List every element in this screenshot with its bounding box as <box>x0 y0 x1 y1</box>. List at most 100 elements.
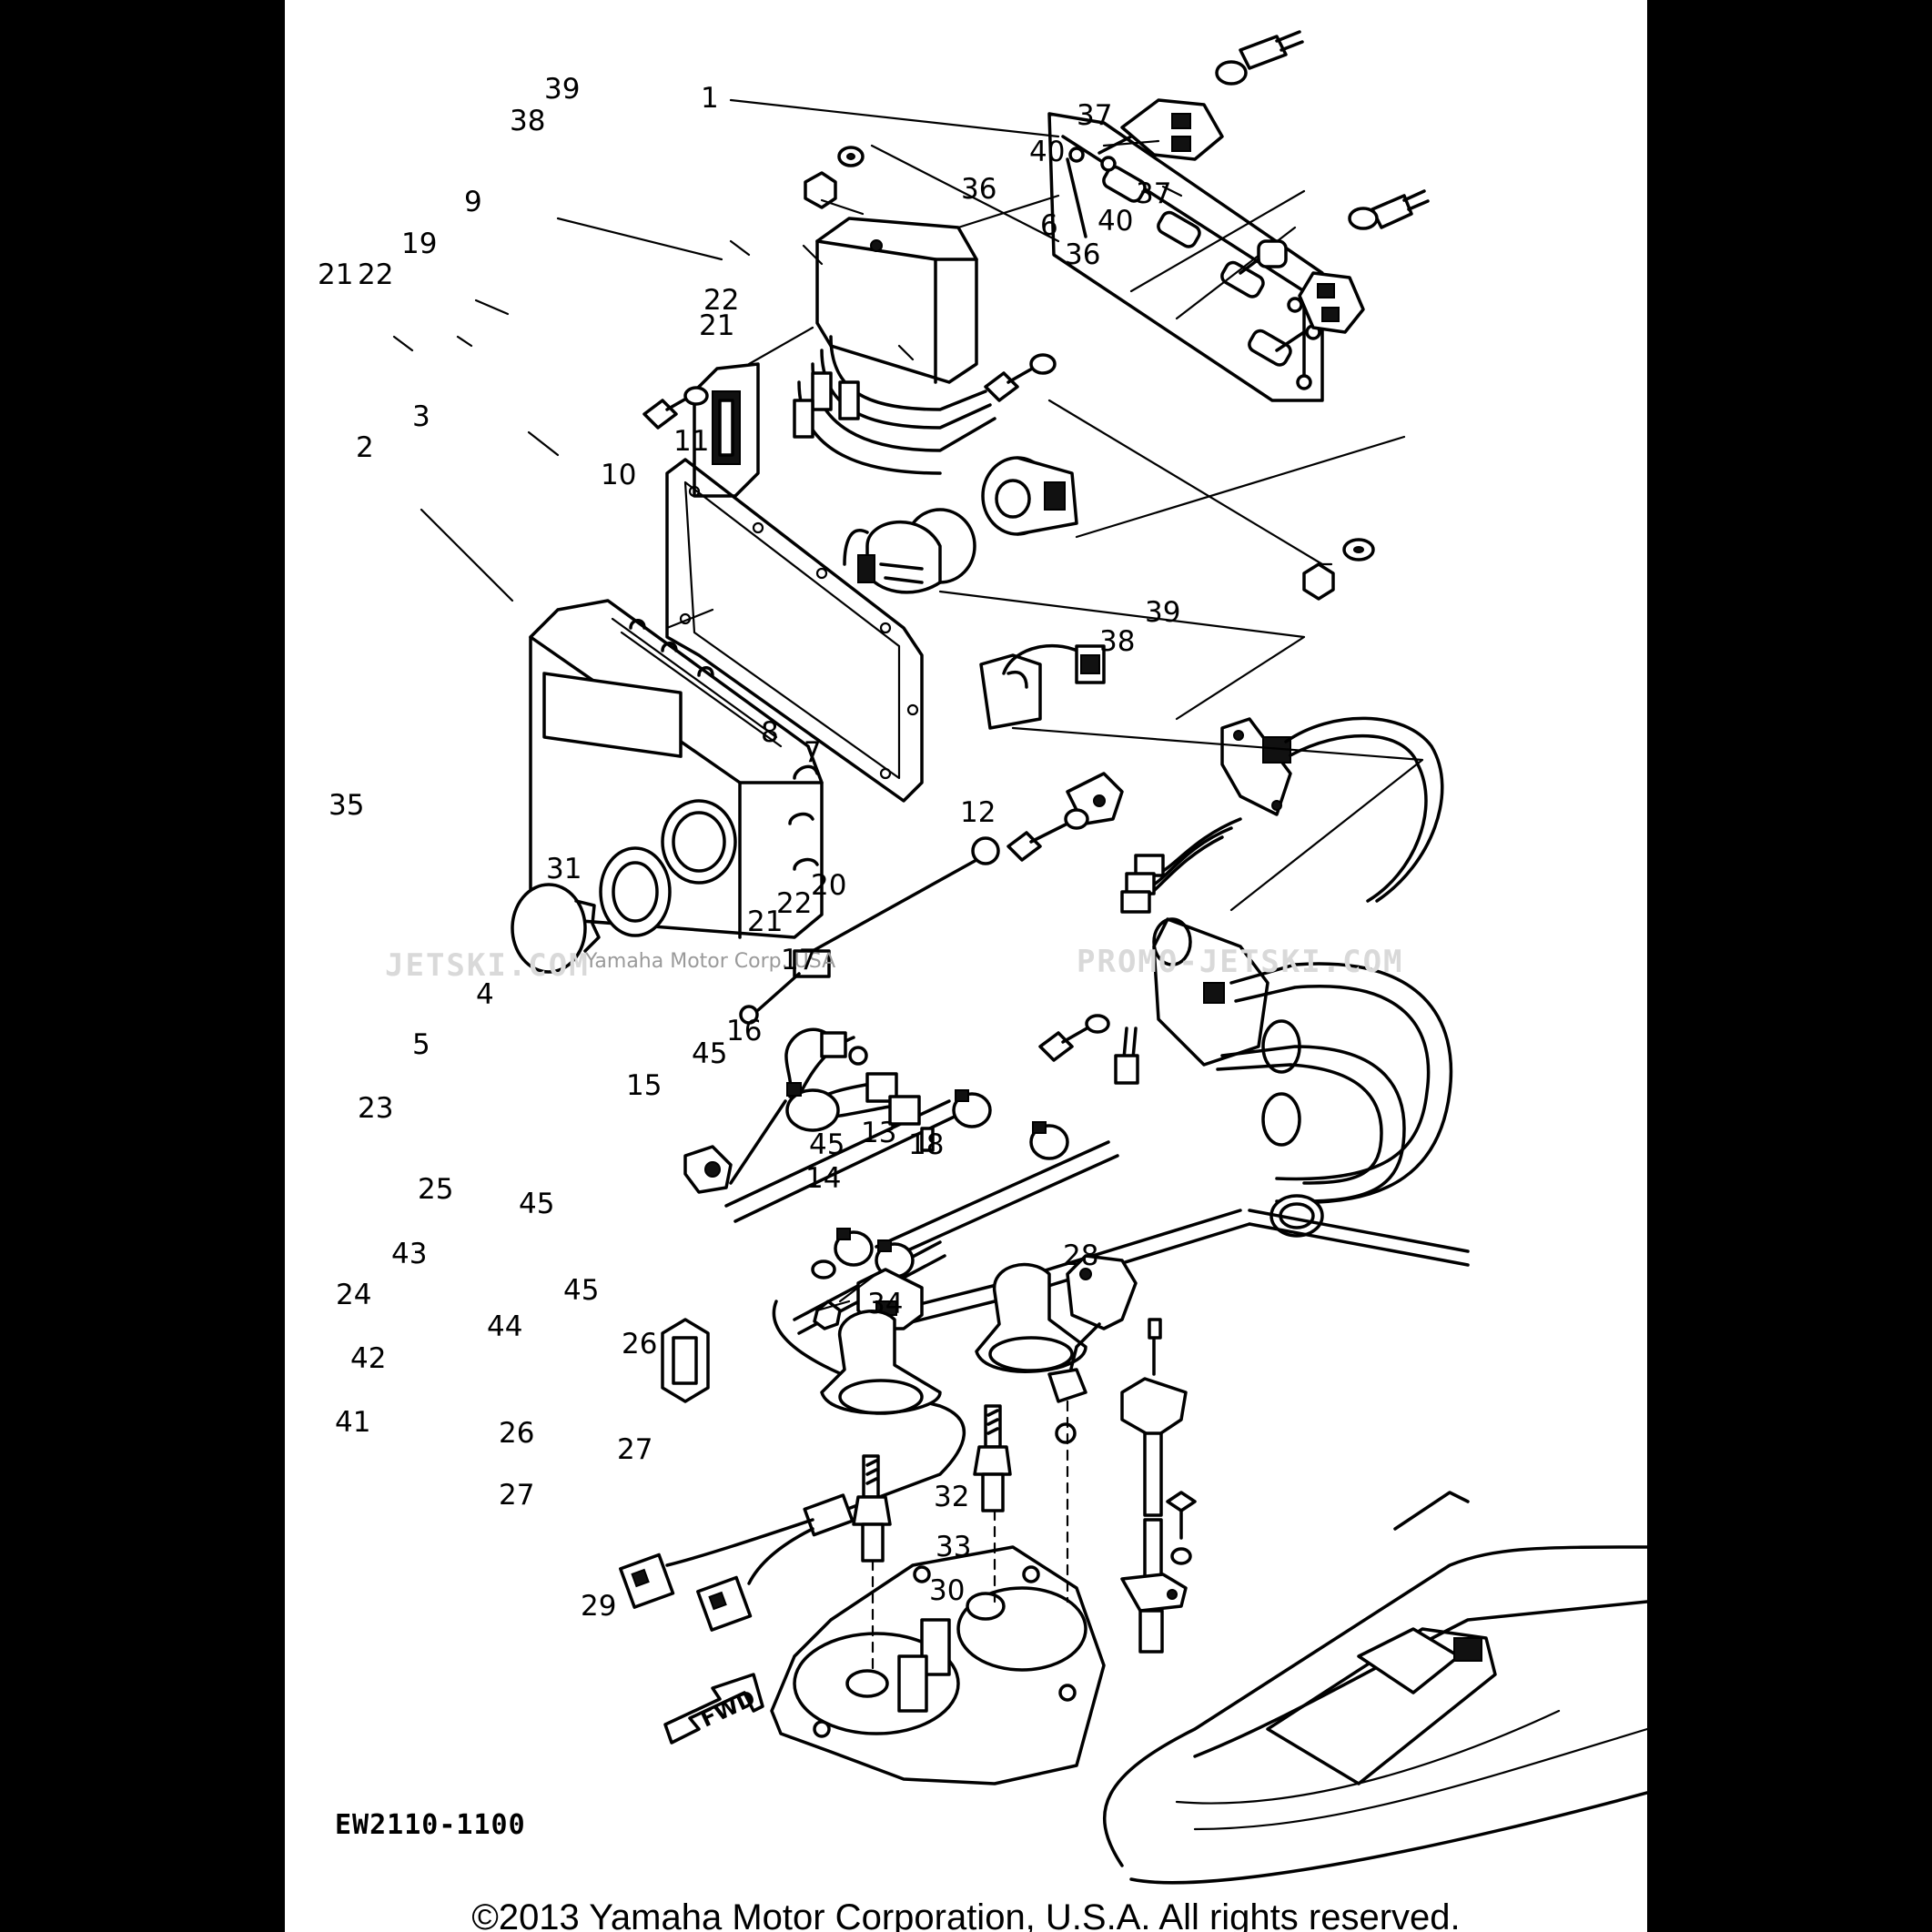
battery-cables <box>1216 962 1453 1204</box>
callout-43: 43 <box>391 1238 427 1270</box>
part-45-clamp-b <box>1029 1121 1069 1160</box>
part-23-holder <box>683 1145 733 1194</box>
part-12-relay-wire-leads <box>1120 817 1242 914</box>
callout-9: 9 <box>464 186 482 218</box>
part-25-band <box>785 1082 840 1132</box>
part-6-screw <box>1239 239 1288 275</box>
callout-5: 5 <box>412 1028 430 1061</box>
callout-7: 7 <box>804 736 822 769</box>
part-27-spark-plug-left <box>852 1454 892 1563</box>
watercraft-hull-illustration <box>1102 1491 1647 1885</box>
callout-6: 6 <box>1040 209 1058 242</box>
part-24-holder <box>661 1318 710 1403</box>
part-35-label-plate <box>542 672 683 758</box>
callout-45-b: 45 <box>809 1128 845 1161</box>
part-38-39-lower-nut-washer <box>1302 538 1375 601</box>
callout-23: 23 <box>358 1092 393 1125</box>
callout-20: 20 <box>811 869 846 902</box>
parts-diagram-sheet: FWD JETSKI.COM Yamaha Motor Corp. USA PR… <box>285 0 1647 1932</box>
callout-14: 14 <box>805 1162 841 1195</box>
part-26-plug-cap-right <box>975 1262 1087 1373</box>
callout-45-a: 45 <box>692 1037 727 1070</box>
callout-36-lower: 36 <box>1065 238 1100 271</box>
watermark-right: PROMO-JETSKI.COM <box>1077 944 1404 980</box>
callout-38-upper: 38 <box>510 105 545 137</box>
cylinder-head <box>770 1509 1106 1785</box>
callout-12: 12 <box>960 796 996 829</box>
callout-37-lower: 37 <box>1136 177 1171 210</box>
callout-22-middle: 22 <box>703 284 739 317</box>
callout-41: 41 <box>335 1406 370 1439</box>
part-17-washer <box>1085 1014 1110 1034</box>
part-3-gasket <box>665 458 924 803</box>
part-45-clamp-c <box>834 1228 874 1267</box>
callout-4: 4 <box>476 978 494 1011</box>
part-22-middle-washer <box>1029 353 1057 375</box>
callout-26-right: 26 <box>622 1328 657 1360</box>
callout-34: 34 <box>867 1288 903 1320</box>
callout-27-right: 27 <box>617 1433 652 1466</box>
part-36-lower-bracket <box>1275 271 1365 352</box>
part-43-screw <box>811 1259 836 1280</box>
callout-39-lower: 39 <box>1145 596 1180 629</box>
part-33-washer <box>1170 1547 1192 1565</box>
callout-38-lower: 38 <box>1099 625 1135 658</box>
part-26-plug-cap-left <box>820 1310 942 1415</box>
callout-21-upper-left: 21 <box>318 258 353 291</box>
part-5-cap <box>511 883 601 974</box>
watermark-left: JETSKI.COM <box>385 947 590 984</box>
callout-28: 28 <box>1063 1239 1098 1272</box>
callout-32: 32 <box>934 1481 969 1513</box>
part-37-lower-bolt <box>1371 189 1430 229</box>
callout-44: 44 <box>487 1310 522 1343</box>
part-32-bolt <box>1166 1491 1197 1540</box>
callout-22-lower: 22 <box>776 887 812 920</box>
part-22-upper-left-washer <box>683 386 709 406</box>
part-9-cdi-unit <box>793 217 996 475</box>
part-22-lower-washer <box>1064 808 1089 830</box>
callout-25: 25 <box>418 1173 453 1206</box>
part-11-ignition-coil <box>981 456 1078 536</box>
part-34-sensor-bracket <box>1047 1254 1138 1603</box>
callout-24: 24 <box>336 1279 371 1311</box>
part-14-high-tension-cord <box>875 1140 1470 1330</box>
part-19-bracket <box>693 362 760 498</box>
callout-17: 17 <box>781 944 816 976</box>
callout-45-d: 45 <box>563 1274 599 1307</box>
callout-45-c: 45 <box>519 1188 554 1220</box>
assembly-reference-lines <box>665 144 1424 1312</box>
callout-36-upper: 36 <box>961 173 996 206</box>
part-31-ground-lead <box>739 836 1000 1025</box>
part-16-bolt <box>1038 1022 1097 1062</box>
part-7-regulator-lead <box>1002 643 1106 684</box>
callout-leader-lines <box>392 98 1183 602</box>
callout-21-lower: 21 <box>747 905 783 938</box>
callout-19: 19 <box>401 228 437 260</box>
watermark-center: Yamaha Motor Corp. USA <box>584 950 835 973</box>
part-36-upper-bracket <box>1097 98 1224 161</box>
callout-16: 16 <box>726 1015 762 1047</box>
part-21-lower-bolt <box>1006 822 1069 862</box>
callout-29: 29 <box>581 1590 616 1623</box>
callout-31: 31 <box>546 853 582 885</box>
callout-18: 18 <box>908 1128 944 1161</box>
callout-8: 8 <box>761 716 779 749</box>
part-12-starter-relay <box>1220 716 1444 903</box>
part-40-upper-collar <box>1215 60 1248 86</box>
part-37-upper-bolt <box>1239 30 1304 70</box>
callout-39-upper: 39 <box>544 73 580 106</box>
callout-33: 33 <box>936 1531 971 1563</box>
callout-3: 3 <box>412 400 430 433</box>
fwd-direction-arrow: FWD <box>663 1673 764 1745</box>
callout-42: 42 <box>350 1342 386 1375</box>
callout-22-upper-left: 22 <box>358 258 393 291</box>
callout-21-middle: 21 <box>699 309 734 342</box>
part-1-electric-box-plate <box>1047 112 1324 402</box>
callout-30: 30 <box>929 1574 965 1607</box>
callout-11: 11 <box>673 425 709 458</box>
callout-35: 35 <box>329 789 364 822</box>
exploded-view-diagram: FWD JETSKI.COM Yamaha Motor Corp. USA PR… <box>318 30 1647 1885</box>
copyright-notice: ©2013 Yamaha Motor Corporation, U.S.A. A… <box>471 1897 1461 1932</box>
callout-15: 15 <box>626 1069 662 1102</box>
part-30-thermo-switch <box>1120 1318 1188 1654</box>
